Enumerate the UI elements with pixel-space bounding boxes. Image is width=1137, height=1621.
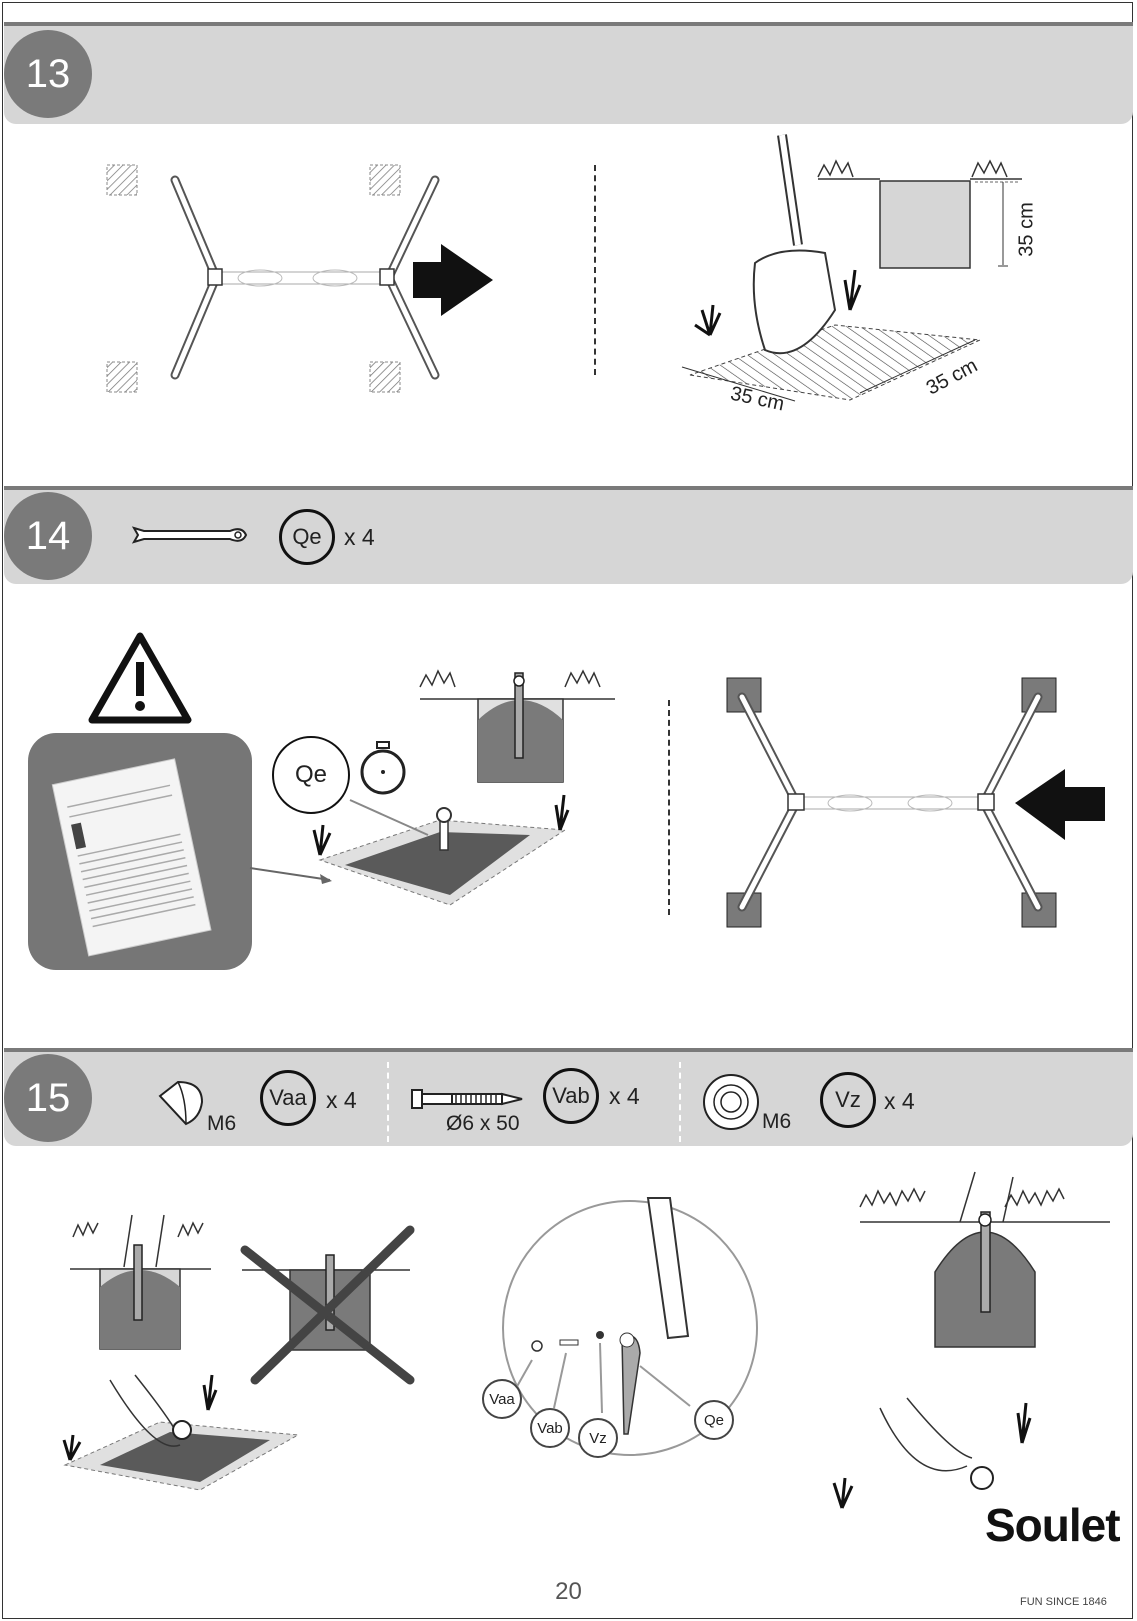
final-anchor-leg-illustration	[832, 1397, 1032, 1509]
hardware-detail-illustration	[502, 1197, 758, 1456]
pointer-line	[249, 867, 332, 884]
part-vaa-quantity: x 4	[326, 1087, 357, 1113]
ground-anchor-part-icon	[131, 526, 248, 544]
part-code-qe: Qe	[279, 509, 335, 565]
step-14-divider	[668, 700, 670, 915]
callout-qe: Qe	[694, 1400, 734, 1440]
step-14-number: 14	[4, 492, 92, 580]
cap-nut-icon	[158, 1080, 204, 1126]
instruction-manual-icon	[51, 758, 212, 957]
step-15-divider-1	[387, 1062, 389, 1142]
callout-qe-large: Qe	[272, 736, 350, 814]
washer-icon	[703, 1074, 759, 1130]
anchor-in-ground-illustration	[312, 794, 570, 906]
callout-vaa: Vaa	[482, 1379, 522, 1419]
step-13-divider	[594, 165, 596, 375]
part-vab-label: Ø6 x 50	[446, 1112, 520, 1135]
callout-vab: Vab	[530, 1408, 570, 1448]
final-anchor-cross-section-illustration	[859, 1171, 1110, 1348]
manual-reference-card	[28, 733, 252, 970]
part-vz-label: M6	[762, 1110, 792, 1133]
step-15-divider-2	[679, 1062, 681, 1142]
part-code-vaa: Vaa	[260, 1070, 316, 1126]
callout-vz: Vz	[578, 1418, 618, 1458]
step-13-header	[4, 22, 1133, 124]
anchor-leg-attached-illustration	[62, 1374, 300, 1491]
bolt-icon	[411, 1089, 523, 1109]
depth-label: 35 cm	[1015, 202, 1038, 257]
frame-anchored-top-view-illustration	[726, 677, 1105, 928]
anchor-cross-section-illustration	[419, 669, 615, 783]
frame-top-view-illustration	[106, 164, 493, 393]
part-code-vz: Vz	[820, 1072, 876, 1128]
stopwatch-icon	[360, 741, 406, 795]
page-number: 20	[555, 1578, 582, 1605]
part-qe-quantity: x 4	[344, 524, 375, 550]
step-15-number: 15	[4, 1054, 92, 1142]
part-vaa-label: M6	[207, 1112, 237, 1135]
step-13-number: 13	[4, 30, 92, 118]
part-vz-quantity: x 4	[884, 1088, 915, 1114]
brand-tagline: FUN SINCE 1846	[1020, 1596, 1107, 1608]
digging-hole-illustration	[681, 134, 1022, 402]
incorrect-placement-illustration	[240, 1225, 415, 1385]
brand-logo: Soulet	[985, 1499, 1121, 1551]
part-vab-quantity: x 4	[609, 1083, 640, 1109]
warning-icon	[88, 632, 192, 724]
part-code-vab: Vab	[543, 1068, 599, 1124]
correct-placement-illustration	[70, 1214, 211, 1350]
